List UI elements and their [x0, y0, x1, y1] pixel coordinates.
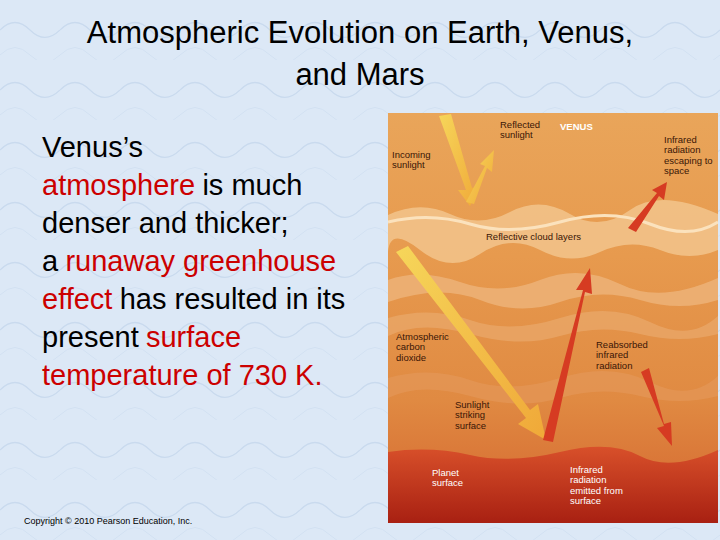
- arrow-label: Reflected sunlight: [500, 120, 550, 141]
- body-text-part: Venus’s: [42, 128, 353, 166]
- arrow-label: Reabsorbed infrared radiation: [596, 340, 640, 371]
- layer-label: Planet surface: [432, 468, 476, 489]
- layer-label: Atmospheric carbon dioxide: [396, 332, 454, 363]
- slide-title: Atmospheric Evolution on Earth, Venus, a…: [70, 12, 650, 96]
- highlight-text: atmosphere: [42, 169, 195, 201]
- arrow-label: Infrared radiation escaping to space: [664, 135, 714, 177]
- arrow-label: Incoming sunlight: [392, 150, 436, 171]
- arrow-label: Sunlight striking surface: [455, 400, 503, 431]
- diagram-heading: VENUS: [560, 122, 620, 132]
- body-text: Venus’satmosphereis much denser and thic…: [42, 128, 360, 394]
- arrow-label: Infrared radiation emitted from surface: [570, 465, 630, 507]
- copyright-note: Copyright © 2010 Pearson Education, Inc.: [24, 516, 192, 526]
- layer-label: Reflective cloud layers: [486, 232, 596, 242]
